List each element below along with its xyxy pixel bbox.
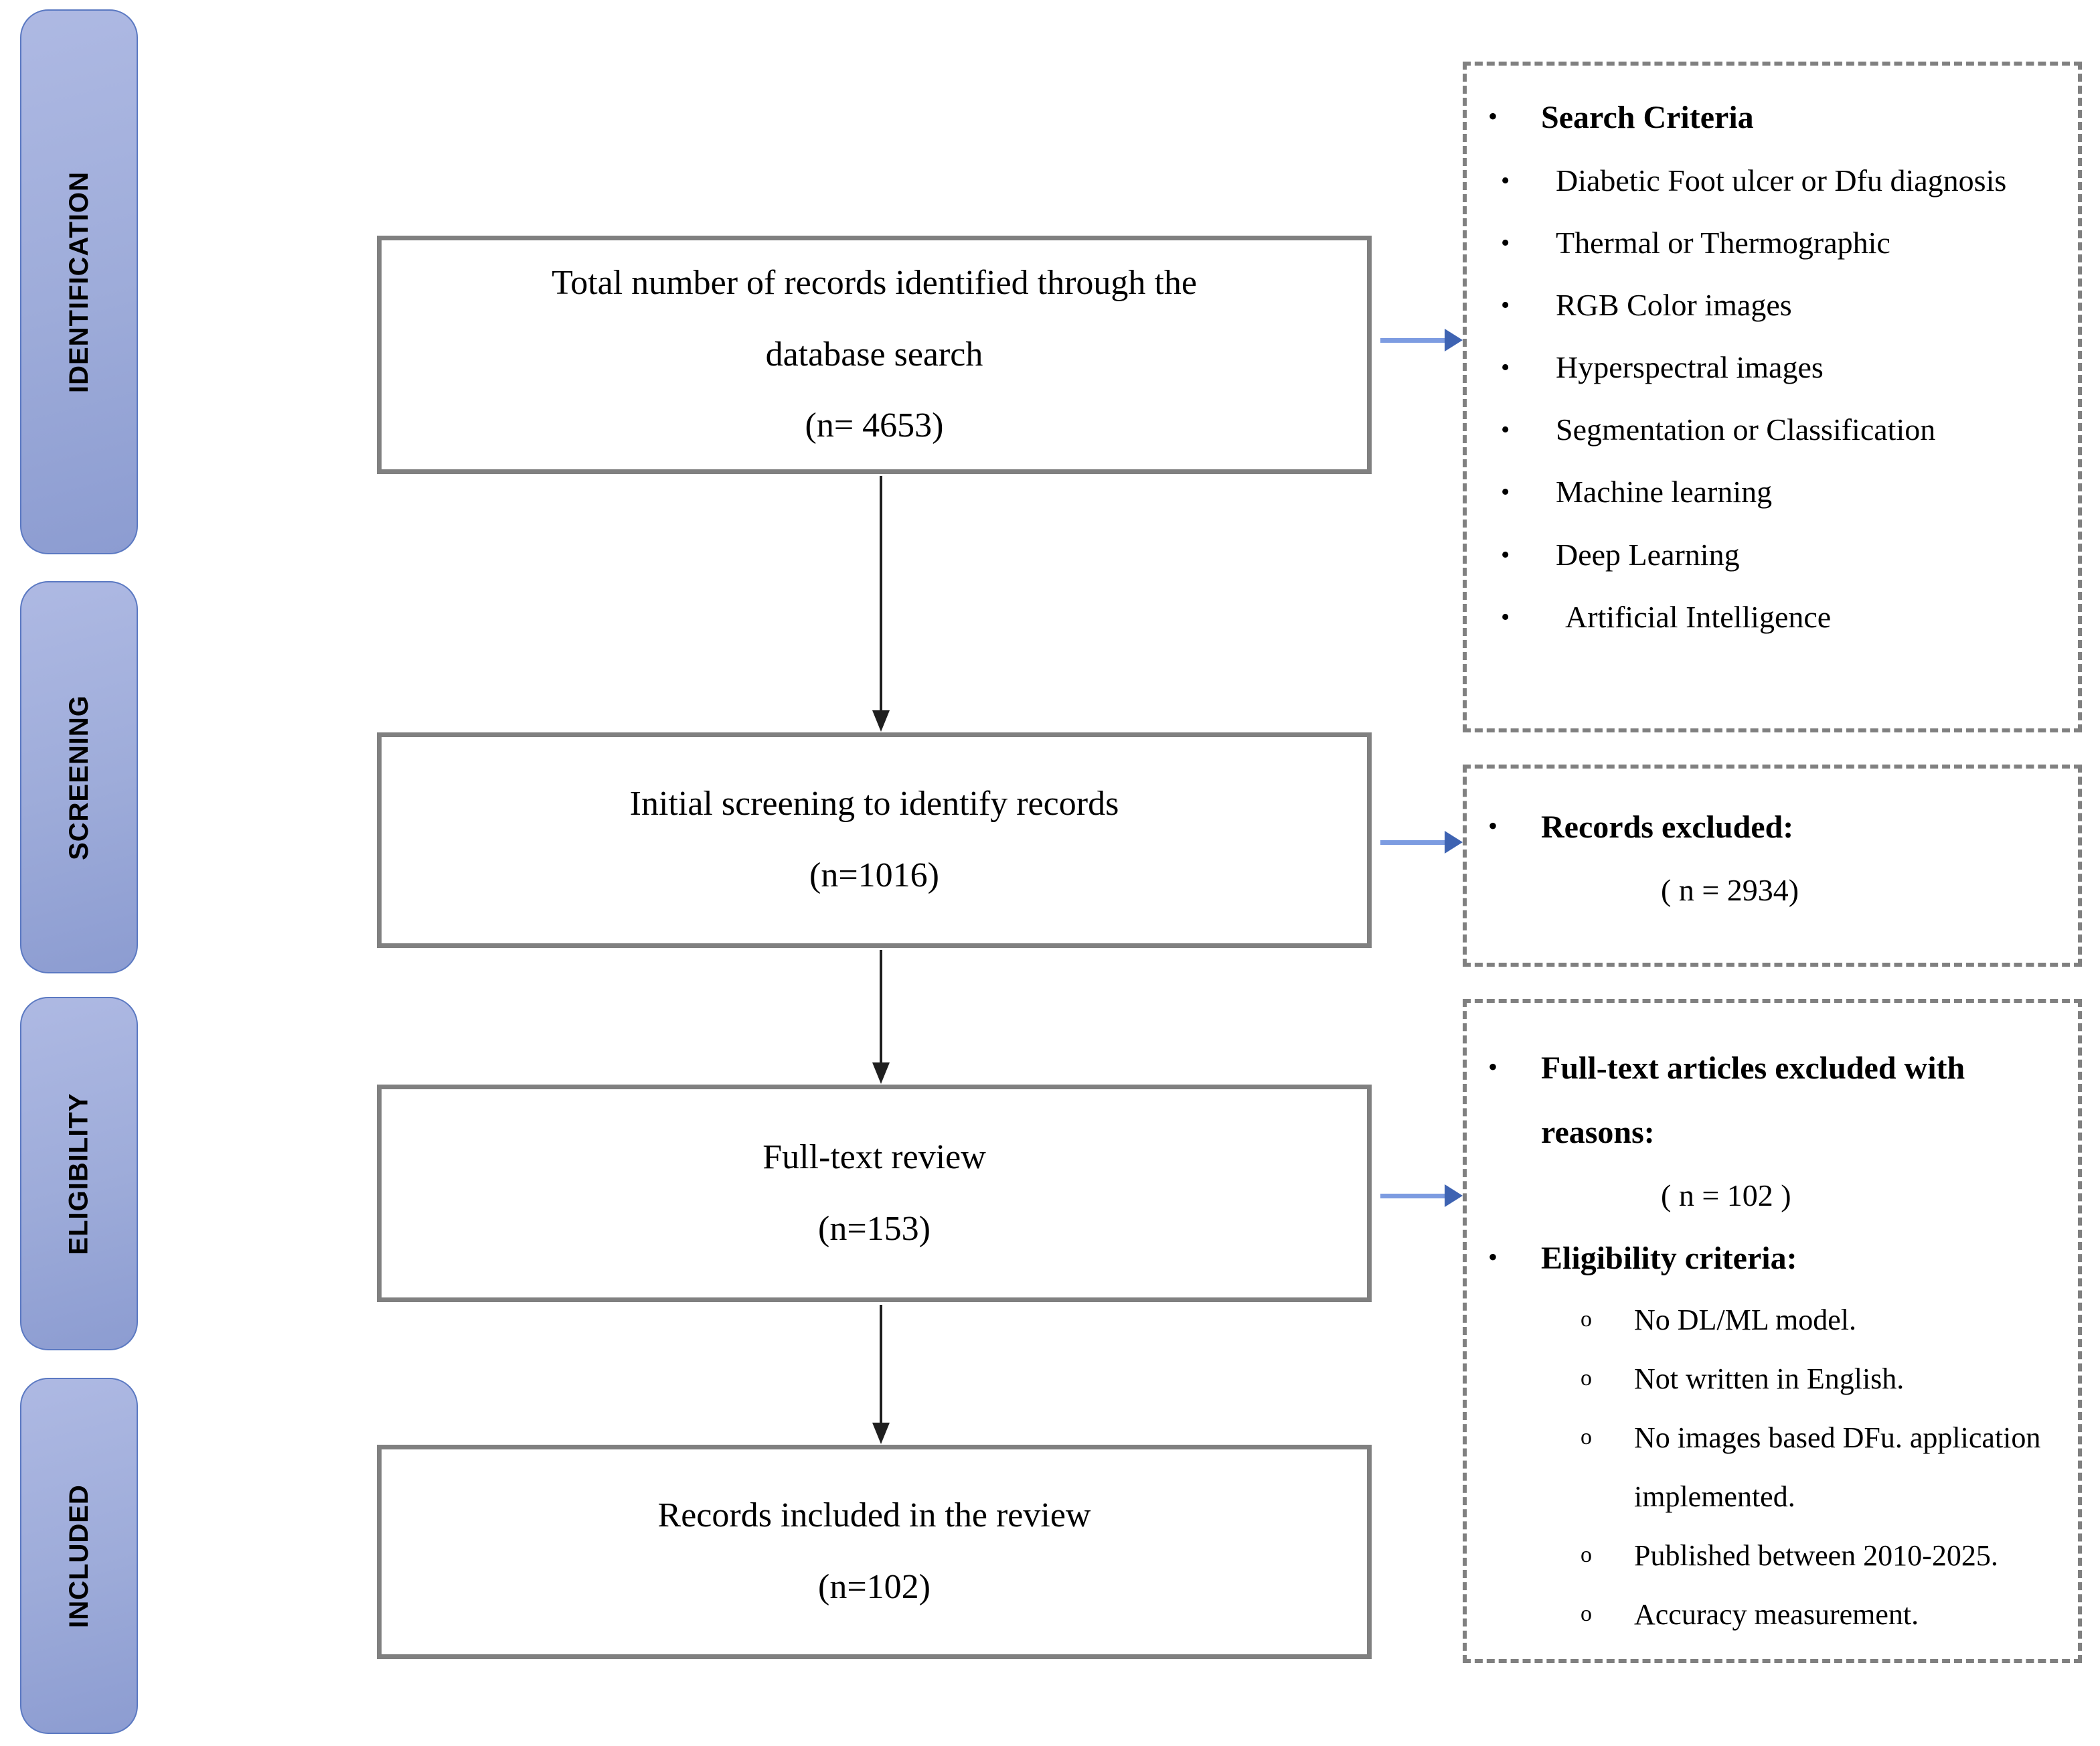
- panel-excluded-count: ( n = 2934): [1661, 873, 1799, 907]
- list-item: • Segmentation or Classification: [1467, 399, 2066, 461]
- stage-included: INCLUDED: [20, 1378, 138, 1734]
- panel-search-title: Search Criteria: [1541, 100, 1754, 135]
- box-records-identified-line: Total number of records identified throu…: [552, 264, 1197, 303]
- bullet-icon: •: [1501, 416, 1510, 445]
- arrow-right-3: [1380, 1194, 1445, 1198]
- arrow-down-3: [880, 1305, 882, 1423]
- arrow-right-1: [1380, 338, 1445, 343]
- search-item: RGB Color images: [1556, 288, 1792, 323]
- arrow-right-2-head-icon: [1445, 831, 1463, 854]
- stage-screening-label: SCREENING: [64, 694, 94, 860]
- bullet-icon: •: [1501, 291, 1510, 320]
- stage-identification: IDENTIFICATION: [20, 9, 138, 554]
- list-item: o Not written in English.: [1467, 1350, 2069, 1409]
- panel-eligibility-subtitle: Eligibility criteria:: [1541, 1241, 1797, 1276]
- bullet-icon: •: [1488, 1052, 1498, 1082]
- search-item: Thermal or Thermographic: [1556, 226, 1890, 260]
- bullet-icon: •: [1501, 167, 1510, 195]
- list-item: • Artificial Intelligence: [1467, 586, 2066, 649]
- box-fulltext-review: Full-text review (n=153): [377, 1085, 1372, 1302]
- panel-fulltext-count: ( n = 102 ): [1661, 1178, 1791, 1212]
- circle-bullet-icon: o: [1581, 1366, 1592, 1391]
- box-records-included-line: Records included in the review: [657, 1496, 1091, 1535]
- box-initial-screening-line: Initial screening to identify records: [629, 785, 1119, 823]
- list-item: o Accuracy measurement.: [1467, 1585, 2069, 1644]
- bullet-icon: •: [1501, 603, 1510, 631]
- bullet-icon: •: [1501, 478, 1510, 507]
- box-initial-screening: Initial screening to identify records (n…: [377, 732, 1372, 948]
- list-item: • Machine learning: [1467, 461, 2066, 524]
- stage-identification-label: IDENTIFICATION: [64, 171, 94, 393]
- search-item: Segmentation or Classification: [1556, 412, 1936, 447]
- panel-excluded-title-row: • Records excluded:: [1467, 795, 2066, 860]
- arrow-right-2: [1380, 840, 1445, 845]
- list-item: o Published between 2010-2025.: [1467, 1526, 2069, 1585]
- panel-fulltext-excluded: • Full-text articles excluded with reaso…: [1463, 999, 2082, 1663]
- arrow-down-2-head-icon: [872, 1062, 890, 1084]
- box-initial-screening-count: (n=1016): [809, 856, 939, 894]
- search-item: Artificial Intelligence: [1565, 599, 1832, 634]
- search-item: Diabetic Foot ulcer or Dfu diagnosis: [1556, 163, 2007, 197]
- panel-eligibility-subtitle-row: • Eligibility criteria:: [1467, 1226, 2069, 1291]
- list-item: • RGB Color images: [1467, 274, 2066, 337]
- circle-bullet-icon: o: [1581, 1542, 1592, 1567]
- eligibility-item: Accuracy measurement.: [1634, 1598, 1919, 1631]
- eligibility-item: No DL/ML model.: [1634, 1303, 1856, 1336]
- arrow-down-1: [880, 476, 882, 710]
- list-item: • Thermal or Thermographic: [1467, 212, 2066, 274]
- search-item: Hyperspectral images: [1556, 350, 1824, 385]
- box-records-identified: Total number of records identified throu…: [377, 236, 1372, 474]
- search-item: Deep Learning: [1556, 537, 1740, 572]
- bullet-icon: •: [1501, 540, 1510, 569]
- panel-fulltext-title-row: • Full-text articles excluded with reaso…: [1467, 1036, 2069, 1165]
- eligibility-item: Not written in English.: [1634, 1362, 1905, 1395]
- panel-search-criteria: • Search Criteria • Diabetic Foot ulcer …: [1463, 62, 2082, 732]
- arrow-down-1-head-icon: [872, 710, 890, 732]
- box-fulltext-review-line: Full-text review: [762, 1137, 986, 1176]
- arrow-down-3-head-icon: [872, 1423, 890, 1444]
- panel-search-title-row: • Search Criteria: [1467, 86, 2066, 150]
- arrow-right-3-head-icon: [1445, 1184, 1463, 1207]
- box-records-included-count: (n=102): [818, 1568, 931, 1606]
- box-records-included: Records included in the review (n=102): [377, 1445, 1372, 1659]
- list-item: • Diabetic Foot ulcer or Dfu diagnosis: [1467, 150, 2066, 212]
- arrow-right-1-head-icon: [1445, 329, 1463, 351]
- panel-records-excluded: • Records excluded: ( n = 2934): [1463, 765, 2082, 967]
- panel-excluded-title: Records excluded:: [1541, 809, 1794, 845]
- search-item: Machine learning: [1556, 475, 1773, 509]
- bullet-icon: •: [1501, 353, 1510, 382]
- box-records-identified-count: (n= 4653): [805, 406, 944, 445]
- circle-bullet-icon: o: [1581, 1425, 1592, 1449]
- arrow-down-2: [880, 950, 882, 1062]
- box-fulltext-review-count: (n=153): [818, 1209, 931, 1248]
- eligibility-item: No images based DFu. application impleme…: [1634, 1421, 2041, 1513]
- box-records-identified-line: database search: [765, 335, 983, 374]
- list-item: o No images based DFu. application imple…: [1467, 1409, 2069, 1526]
- stage-included-label: INCLUDED: [64, 1484, 94, 1628]
- list-item: • Hyperspectral images: [1467, 337, 2066, 399]
- stage-eligibility-label: ELIGIBILITY: [64, 1092, 94, 1255]
- eligibility-item: Published between 2010-2025.: [1634, 1539, 1998, 1572]
- stage-screening: SCREENING: [20, 581, 138, 973]
- bullet-icon: •: [1488, 1242, 1498, 1272]
- bullet-icon: •: [1488, 811, 1498, 841]
- circle-bullet-icon: o: [1581, 1601, 1592, 1626]
- bullet-icon: •: [1488, 101, 1498, 131]
- circle-bullet-icon: o: [1581, 1307, 1592, 1332]
- stage-eligibility: ELIGIBILITY: [20, 997, 138, 1350]
- list-item: o No DL/ML model.: [1467, 1291, 2069, 1350]
- bullet-icon: •: [1501, 229, 1510, 258]
- list-item: • Deep Learning: [1467, 524, 2066, 586]
- panel-fulltext-title: Full-text articles excluded with reasons…: [1541, 1050, 1965, 1150]
